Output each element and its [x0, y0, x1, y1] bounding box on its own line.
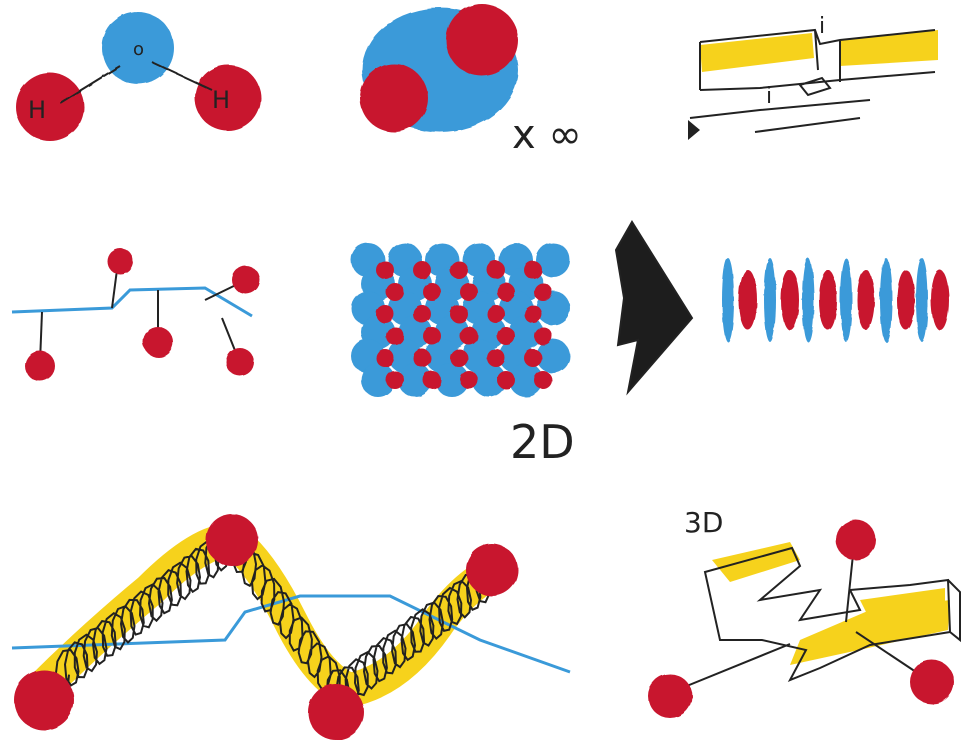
- slab-hydrogen-layer: [819, 270, 837, 330]
- lattice-hydrogen: [423, 371, 441, 389]
- interface-sketch: [688, 28, 938, 140]
- molecule-2: [107, 248, 133, 274]
- two-d-label: 2D: [510, 415, 575, 469]
- pore-molecule-left: [648, 674, 692, 718]
- interface-lower-lines: [689, 76, 871, 133]
- arrow-icon: [614, 220, 694, 396]
- lattice-oxygen: [398, 363, 432, 397]
- pore-stick-left: [671, 643, 791, 693]
- lattice-hydrogen: [497, 327, 515, 345]
- lattice-hydrogen: [413, 305, 431, 323]
- lattice-hydrogen: [534, 371, 552, 389]
- coil-spring: [54, 525, 500, 712]
- lattice-hydrogen: [534, 327, 552, 345]
- lattice-hydrogen: [413, 261, 431, 279]
- slab-hydrogen-layer: [781, 270, 799, 330]
- hydrogen-label-left: H: [28, 96, 46, 124]
- slab-hydrogen-layer: [897, 270, 915, 330]
- lattice-hydrogen: [376, 349, 394, 367]
- lattice-hydrogen: [423, 283, 441, 301]
- lattice-oxygen: [472, 363, 506, 397]
- slab-hydrogen-layer: [739, 270, 757, 330]
- lattice-hydrogen: [460, 371, 478, 389]
- slab-hydrogen-layer: [857, 270, 875, 330]
- molecule-5: [226, 348, 254, 376]
- lattice-hydrogen: [450, 349, 468, 367]
- hydrogen-atom-left: [16, 73, 84, 141]
- interface-label-bottom: i: [766, 84, 772, 109]
- bond-right: [151, 61, 213, 91]
- highlight-left: [700, 33, 814, 72]
- slab-oxygen-layer: [764, 258, 776, 342]
- lattice-hydrogen: [534, 283, 552, 301]
- lattice-hydrogen: [497, 283, 515, 301]
- slab-oxygen-layer: [802, 258, 814, 342]
- coil-top: [206, 514, 258, 566]
- lattice-hydrogen: [386, 327, 404, 345]
- coil-end-right: [466, 544, 518, 596]
- lattice-hydrogen: [487, 261, 505, 279]
- many-molecules: [360, 4, 518, 132]
- lattice-oxygen: [509, 363, 543, 397]
- surface-line: [11, 286, 253, 318]
- highlight-right: [840, 30, 938, 66]
- lattice-hydrogen: [487, 305, 505, 323]
- lattice-oxygen: [435, 363, 469, 397]
- surface-molecules: [11, 248, 260, 381]
- lattice-oxygen: [536, 339, 570, 373]
- interface-label-top: i: [819, 14, 825, 39]
- coil-spring-path: [54, 525, 500, 712]
- times-infinity-label: x ∞: [512, 112, 582, 158]
- coil-end-left: [14, 670, 74, 730]
- molecule-3: [143, 327, 173, 357]
- lattice-hydrogen: [524, 261, 542, 279]
- hydrogen-bottom-left: [360, 64, 428, 132]
- lattice-hydrogen: [460, 327, 478, 345]
- pore-molecule-right: [910, 660, 954, 704]
- slab-oxygen-layer: [880, 258, 892, 342]
- pore-3d: [648, 520, 961, 718]
- bond-left: [59, 65, 121, 104]
- lattice-hydrogen: [524, 305, 542, 323]
- pore-molecule-top: [836, 520, 876, 560]
- lattice-hydrogen: [386, 283, 404, 301]
- lattice-oxygen: [361, 363, 395, 397]
- hydrogen-label-right: H: [212, 86, 230, 114]
- coil-bottom: [308, 684, 364, 740]
- pore-outline: [703, 546, 961, 682]
- lattice-hydrogen: [450, 305, 468, 323]
- lattice-hydrogen: [497, 371, 515, 389]
- water-molecule: [16, 12, 261, 141]
- lattice-hydrogen: [413, 349, 431, 367]
- lattice-hydrogen: [487, 349, 505, 367]
- molecule-1: [25, 351, 55, 381]
- molecule-4: [232, 266, 260, 294]
- pore-highlight-bottom: [790, 600, 950, 665]
- coil-blue-line: [11, 594, 571, 674]
- three-d-label: 3D: [684, 506, 723, 539]
- lattice-hydrogen: [386, 371, 404, 389]
- lattice-hydrogen: [460, 283, 478, 301]
- lattice-hydrogen: [376, 305, 394, 323]
- lattice-2d: [351, 243, 570, 397]
- slab-oxygen-layer: [722, 258, 734, 342]
- interface-corner: [688, 120, 700, 140]
- pore-highlight-mid: [860, 588, 945, 620]
- slab-hydrogen-layer: [931, 270, 949, 330]
- slab-oxygen-layer: [916, 258, 928, 342]
- lattice-hydrogen: [450, 261, 468, 279]
- lattice-hydrogen: [524, 349, 542, 367]
- lattice-hydrogen: [423, 327, 441, 345]
- slab-side-view: [722, 258, 949, 342]
- oxygen-label: o: [133, 39, 144, 60]
- hydrogen-top-right: [446, 4, 518, 76]
- polymer-coil: [11, 514, 571, 740]
- hydrogen-atom-right: [195, 65, 261, 131]
- lattice-oxygen: [536, 243, 570, 277]
- lattice-hydrogen: [376, 261, 394, 279]
- slab-oxygen-layer: [840, 258, 852, 342]
